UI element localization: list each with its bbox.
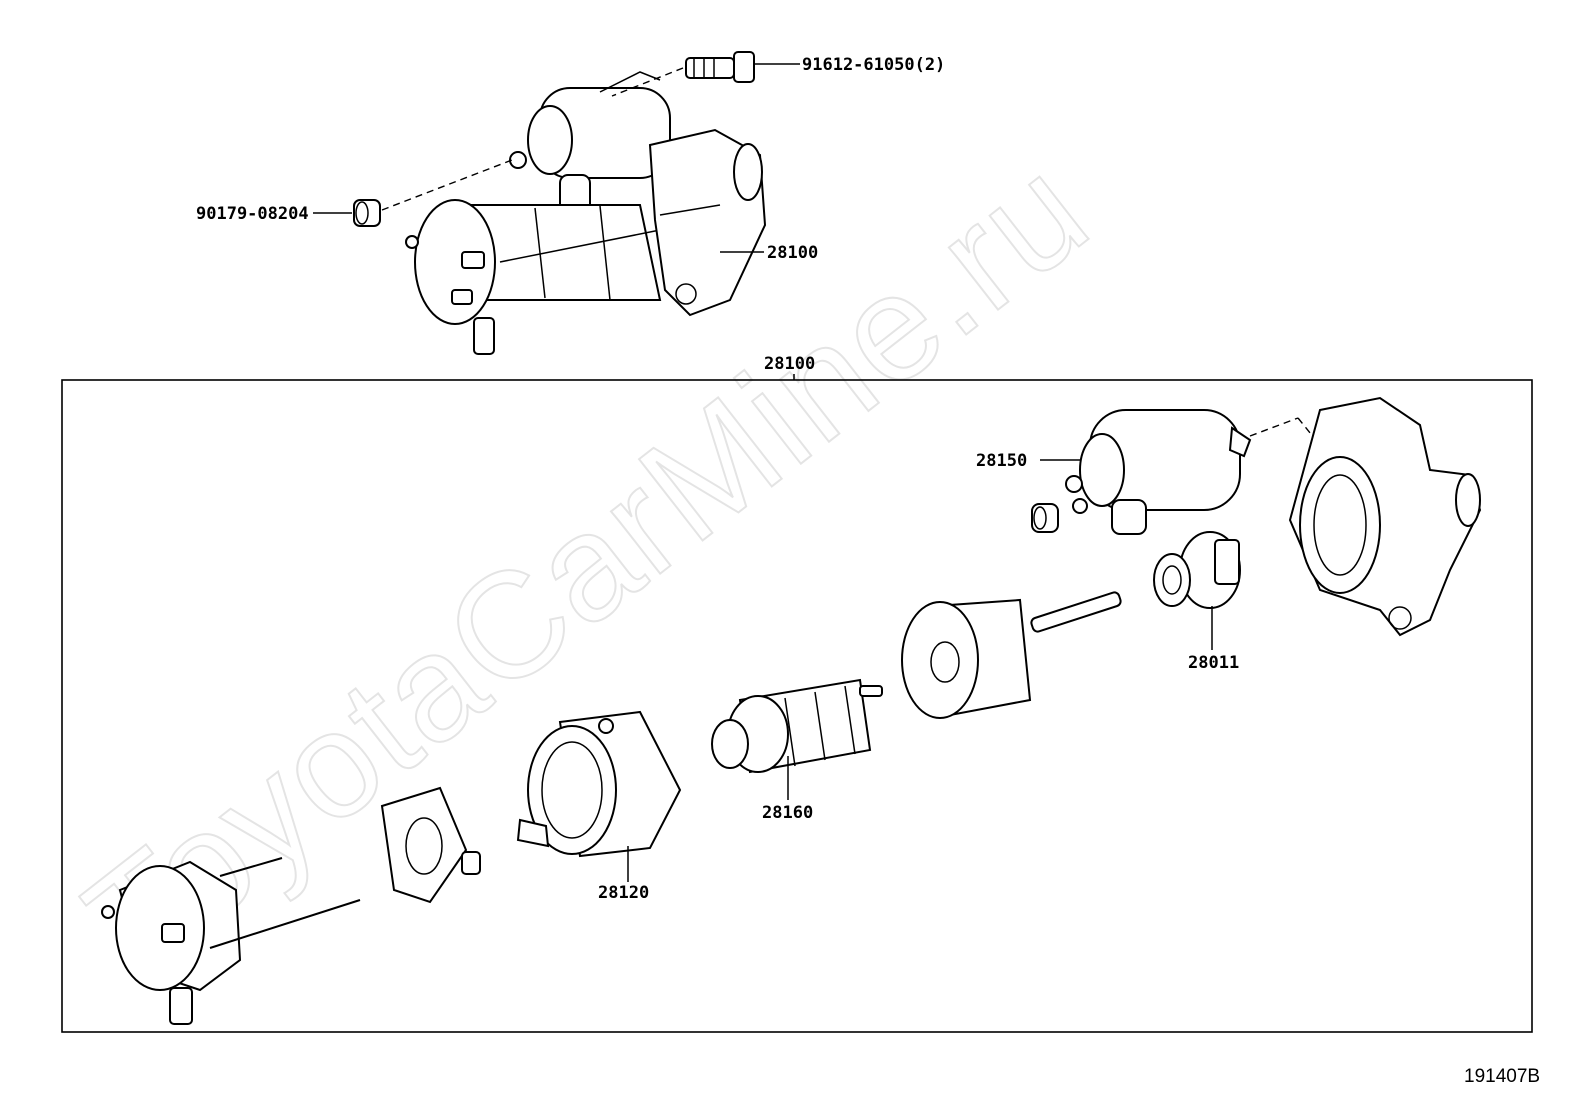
clutch-part: [1153, 531, 1241, 609]
armature-part: [711, 678, 883, 774]
center-bearing-part: [901, 591, 1122, 719]
callout-solenoid: 28150: [976, 451, 1027, 471]
callout-bolt: 91612-61050(2): [802, 55, 945, 75]
solenoid-guide-line: [1249, 417, 1299, 437]
exploded-view-frame: [61, 379, 1533, 1033]
assembly-motor: [405, 199, 662, 355]
bolt-guide-line: [611, 67, 684, 97]
assembly-solenoid: [509, 71, 671, 214]
brush-holder-part: [380, 786, 481, 904]
nut-part: [353, 199, 381, 227]
callout-nut: 90179-08204: [196, 204, 309, 224]
callout-clutch: 28011: [1188, 653, 1239, 673]
drive-housing-part: [1288, 396, 1482, 637]
starter-assembly-drawing: [353, 51, 767, 355]
reference-code: 191407B: [1464, 1066, 1540, 1087]
assembly-drive-housing: [648, 128, 767, 317]
end-frame-part: [101, 857, 361, 1025]
bolt-part: [685, 51, 755, 83]
callout-starter-assembly: 28100: [767, 243, 818, 263]
group-label: 28100: [764, 354, 815, 374]
callout-yoke: 28120: [598, 883, 649, 903]
solenoid-nut-part: [1031, 503, 1059, 533]
solenoid-part: [1065, 409, 1252, 535]
callout-armature: 28160: [762, 803, 813, 823]
yoke-part: [516, 710, 682, 858]
